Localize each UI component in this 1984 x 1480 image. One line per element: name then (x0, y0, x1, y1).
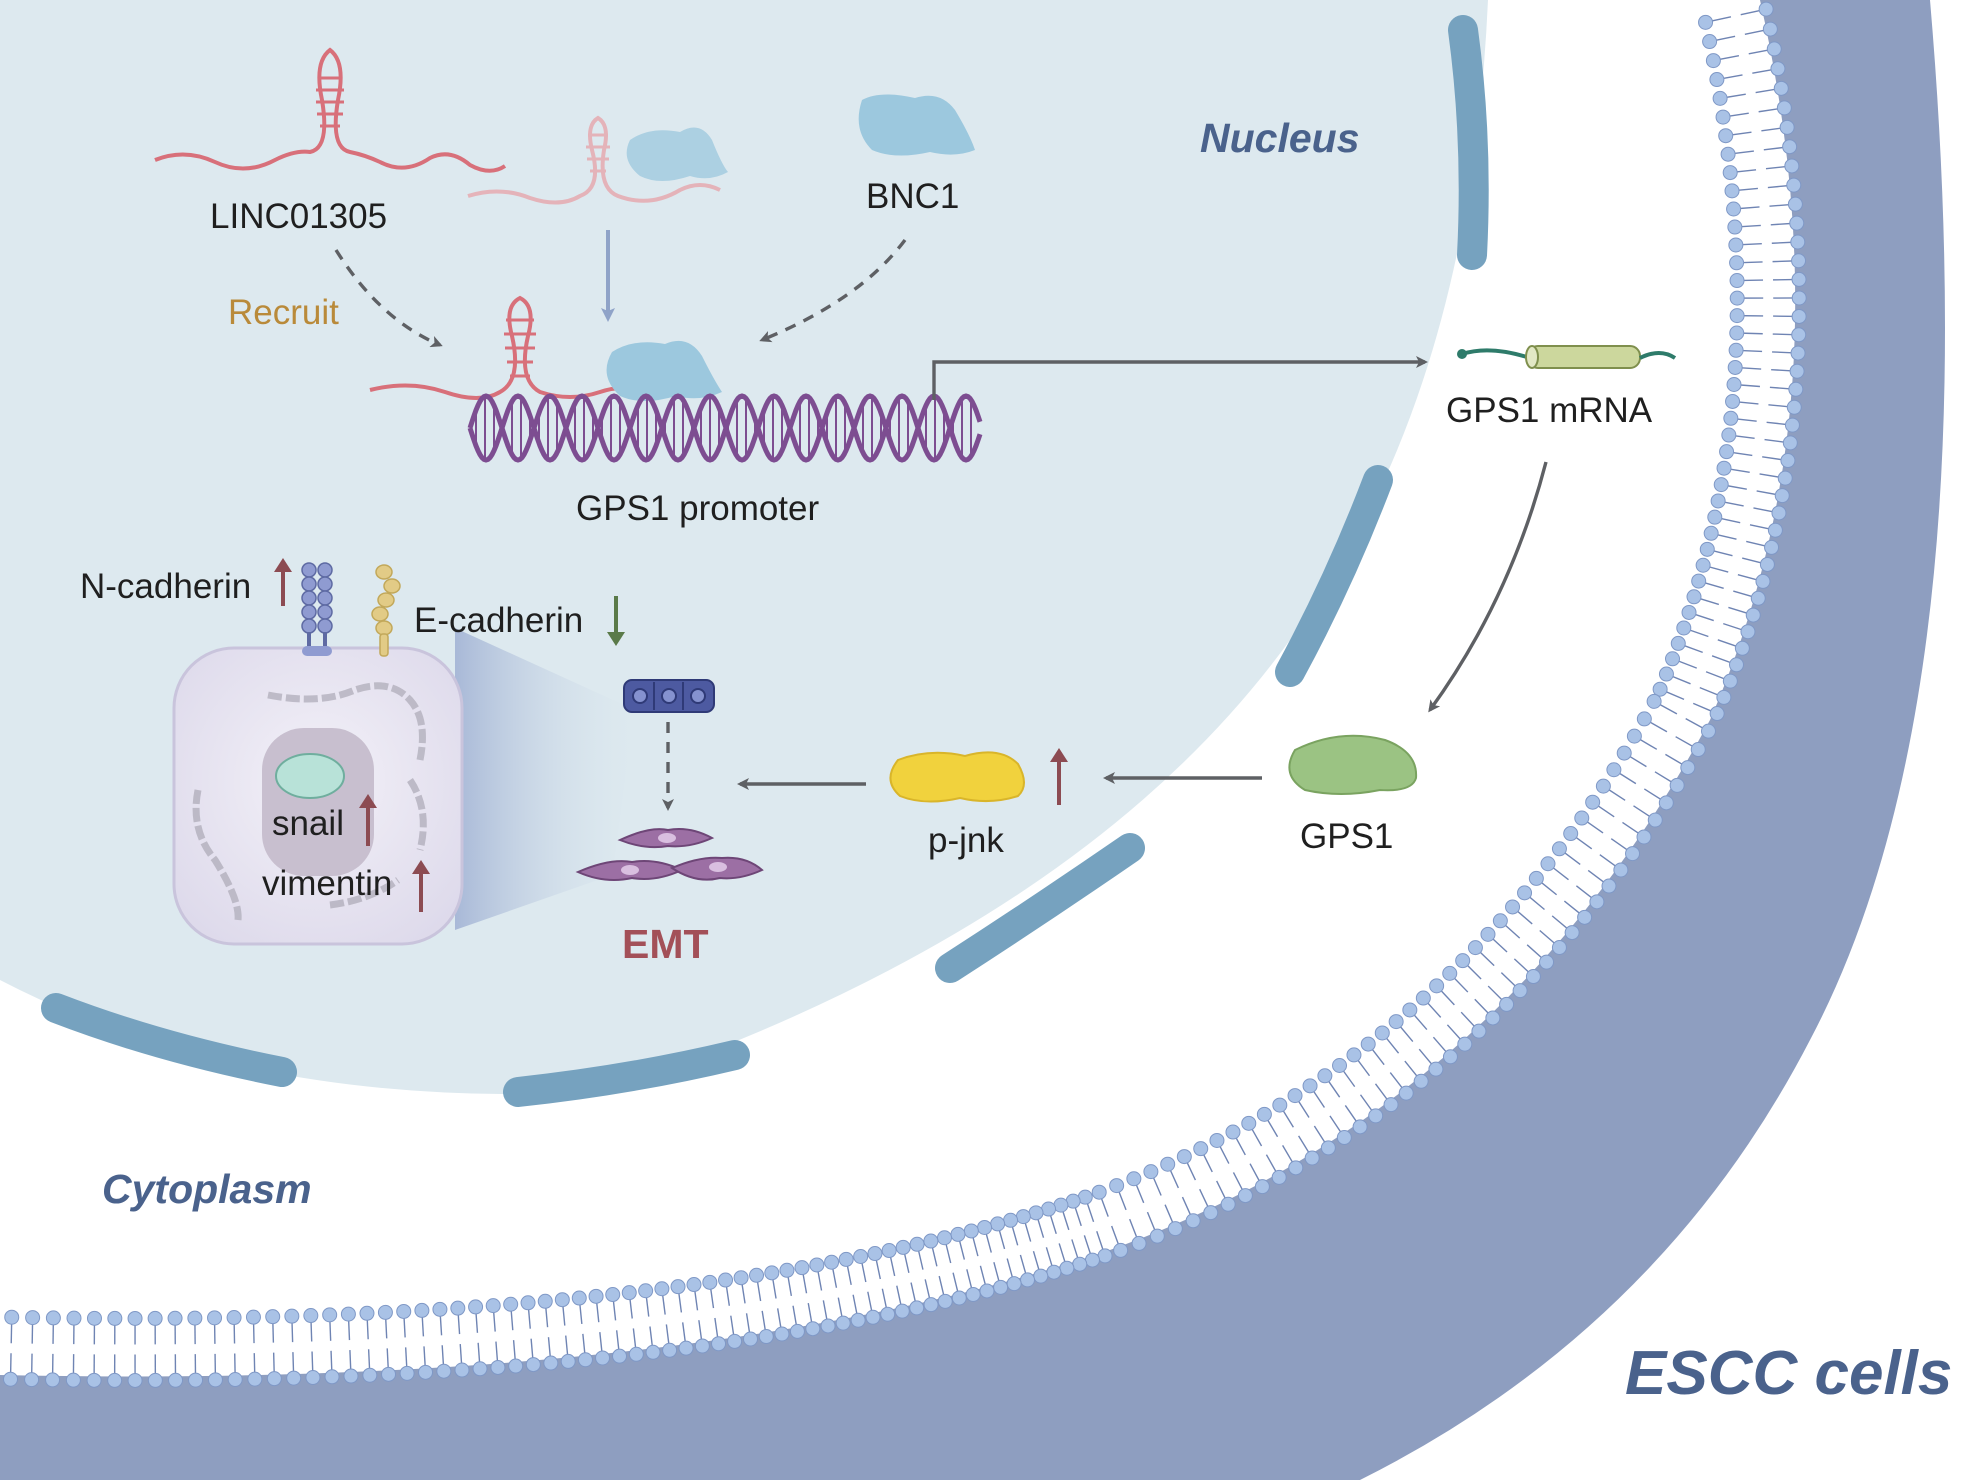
ecadherin-down-arrow-icon (607, 596, 625, 646)
snail-label: snail (272, 804, 344, 843)
promoter-label: GPS1 promoter (576, 489, 819, 528)
recruit-arrow (334, 249, 443, 348)
gps1-label: GPS1 (1300, 817, 1393, 856)
cytoskeleton-filaments (192, 682, 427, 921)
ncadherin-receptor-icon (301, 562, 333, 656)
epithelial-cells-icon (623, 679, 715, 713)
transcription-arrow (932, 356, 1428, 400)
zoom-cone (455, 628, 635, 930)
cell-nucleus (262, 728, 374, 876)
ecadherin-receptor-icon (371, 564, 401, 657)
mrna-icon (1457, 345, 1677, 369)
recruit-label: Recruit (228, 293, 339, 332)
bnc1-label: BNC1 (866, 177, 959, 216)
pjnk-up-arrow-icon (1050, 748, 1068, 805)
pjnk-label: p-jnk (928, 821, 1004, 860)
dna-helix-icon (467, 393, 983, 463)
bnc1-protein-icon (858, 94, 975, 156)
bnc1-binding-arrow (759, 238, 907, 343)
vimentin-label: vimentin (262, 864, 392, 903)
escc-cells-label: ESCC cells (1625, 1339, 1952, 1408)
gps1-protein-icon (1288, 734, 1418, 795)
lncrna-label: LINC01305 (210, 197, 387, 236)
nuclear-envelope (41, 15, 1489, 1107)
promoter-complex-icon (369, 295, 722, 401)
snail-up-arrow-icon (359, 794, 377, 846)
nucleus-label: Nucleus (1200, 115, 1360, 161)
lipid-bilayer (3, 1, 1807, 1388)
mrna-label: GPS1 mRNA (1446, 391, 1653, 430)
ecadherin-label: E-cadherin (414, 601, 583, 640)
vimentin-up-arrow-icon (412, 860, 430, 912)
lncrna-bnc1-complex-icon (467, 115, 728, 205)
snail-protein-icon (275, 753, 345, 799)
cytoplasm-label: Cytoplasm (102, 1166, 312, 1212)
emt-label: EMT (622, 921, 709, 967)
ncadherin-label: N-cadherin (80, 567, 251, 606)
lncrna-hairpin-icon (154, 47, 507, 173)
pjnk-protein-icon (889, 751, 1025, 803)
ncadherin-up-arrow-icon (274, 558, 292, 606)
translation-arrow (1428, 461, 1548, 713)
